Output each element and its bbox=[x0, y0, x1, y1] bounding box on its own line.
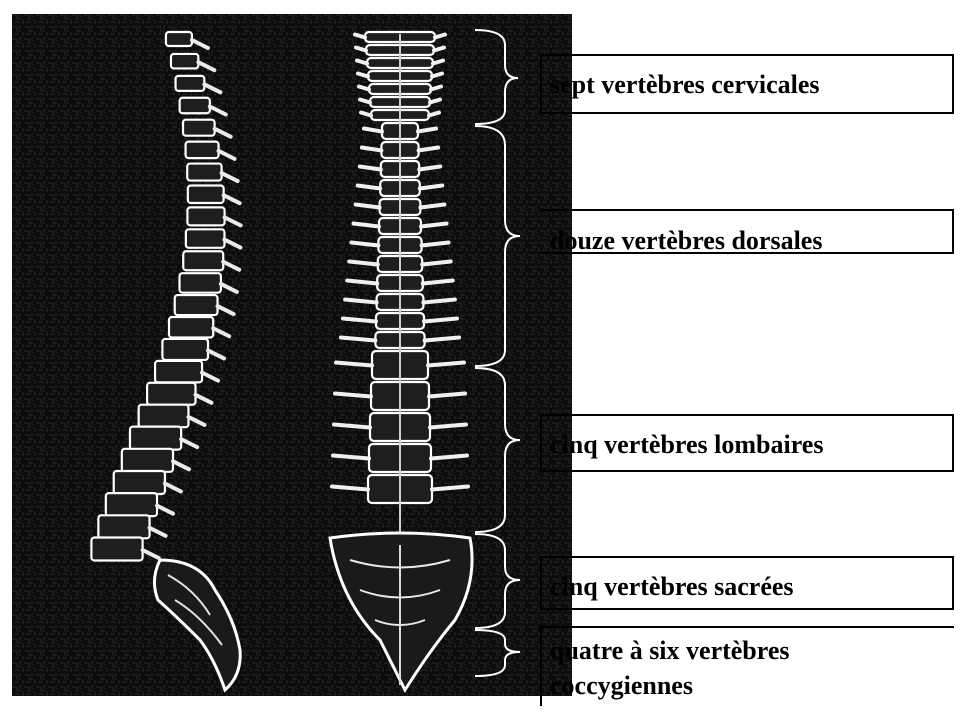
vertebra-lateral bbox=[98, 515, 149, 538]
vertebra-lateral bbox=[187, 207, 224, 225]
vertebra-lateral bbox=[183, 251, 223, 270]
box-cervicales-bottom bbox=[540, 112, 954, 114]
vertebra-lateral bbox=[169, 317, 213, 338]
label-coccygiennes-line2: coccygiennes bbox=[550, 671, 693, 701]
box-sacrees-bottom bbox=[540, 608, 954, 610]
box-dorsales-top bbox=[540, 209, 954, 211]
label-dorsales: douze vertèbres dorsales bbox=[550, 226, 822, 256]
vertebra-lateral bbox=[122, 449, 173, 472]
box-lombaires-side bbox=[540, 414, 542, 472]
vertebra-lateral bbox=[180, 98, 210, 114]
vertebra-lateral bbox=[106, 493, 157, 516]
vertebra-lateral bbox=[187, 164, 221, 181]
vertebra-lateral bbox=[171, 54, 198, 69]
box-sacrees-top bbox=[540, 556, 954, 558]
vertebra-lateral bbox=[188, 185, 224, 203]
vertebra-lateral bbox=[186, 229, 225, 248]
label-cervicales: sept vertèbres cervicales bbox=[550, 70, 820, 100]
box-lombaires-top bbox=[540, 414, 954, 416]
label-coccygiennes-line1: quatre à six vertèbres bbox=[550, 636, 790, 666]
vertebra-lateral bbox=[180, 273, 221, 293]
box-cervicales-top bbox=[540, 54, 954, 56]
vertebra-lateral bbox=[147, 383, 195, 405]
label-lombaires: cinq vertèbres lombaires bbox=[550, 430, 823, 460]
vertebra-lateral bbox=[130, 427, 181, 450]
vertebra-lateral bbox=[91, 538, 142, 561]
vertebra-lateral bbox=[139, 405, 189, 428]
vertebra-lateral bbox=[176, 76, 205, 91]
vertebra-lateral bbox=[186, 142, 219, 159]
vertebra-lateral bbox=[114, 471, 165, 494]
label-sacrees: cinq vertèbres sacrées bbox=[550, 572, 794, 602]
box-coccygiennes-top bbox=[540, 626, 954, 628]
vertebra-lateral bbox=[175, 295, 218, 315]
vertebra-lateral bbox=[166, 32, 192, 46]
photo-background bbox=[12, 14, 572, 696]
box-lombaires-bottom bbox=[540, 470, 954, 472]
box-sacrees-right bbox=[952, 556, 954, 610]
box-lombaires-right bbox=[952, 414, 954, 472]
vertebra-lateral bbox=[183, 120, 215, 136]
box-cervicales-side bbox=[540, 54, 542, 114]
box-dorsales-right bbox=[952, 209, 954, 254]
box-coccygiennes-side bbox=[540, 626, 542, 706]
vertebra-lateral bbox=[155, 361, 202, 383]
box-cervicales-right bbox=[952, 54, 954, 114]
box-sacrees-side bbox=[540, 556, 542, 610]
vertebra-lateral bbox=[162, 339, 208, 360]
